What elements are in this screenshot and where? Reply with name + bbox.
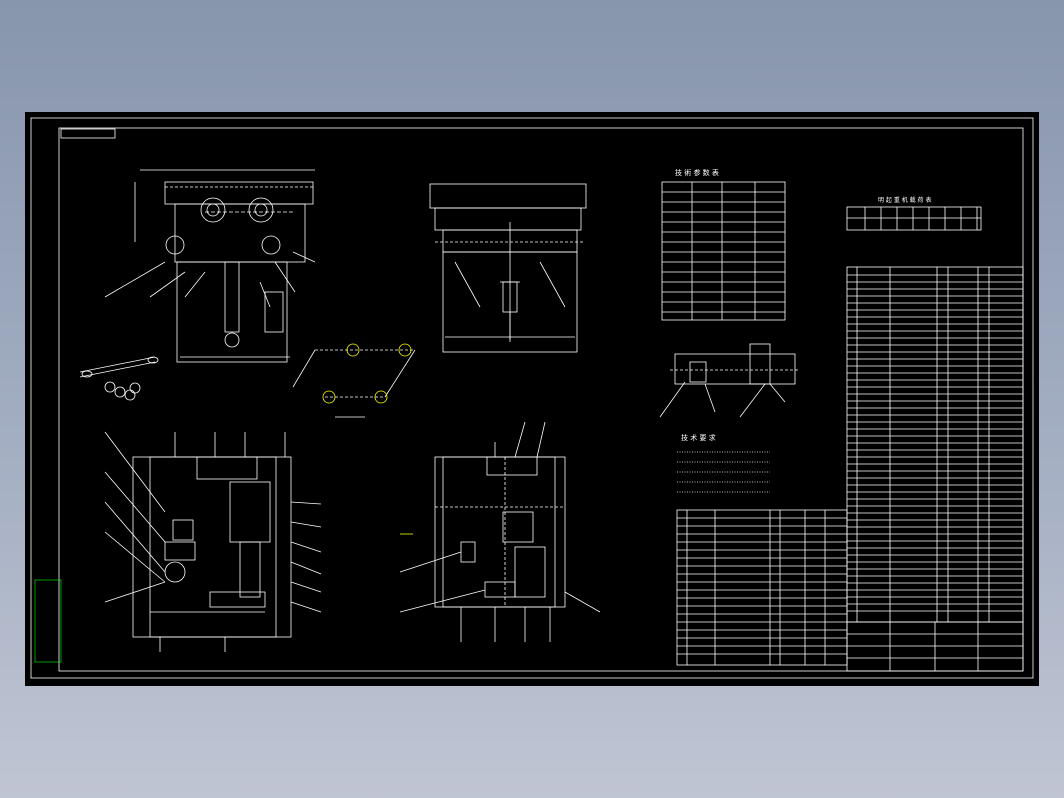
inner-border — [58, 127, 1024, 672]
params-table-title: 技 術 参 数 表 — [675, 168, 719, 177]
front-view — [104, 169, 316, 363]
technical-notes: 技 术 要 求 — [677, 433, 770, 493]
side-view — [429, 183, 587, 353]
parts-list — [846, 266, 1024, 623]
title-tag-box — [60, 128, 116, 139]
outer-border — [30, 117, 1034, 679]
parameter-table: 技 術 参 数 表 — [661, 168, 786, 321]
cad-drawing-canvas[interactable]: 技 術 参 数 表 明 起 重 机 载 荷 表 技 术 要 求 — [25, 112, 1039, 686]
layer-panel[interactable] — [34, 579, 62, 663]
notes-title: 技 术 要 求 — [681, 433, 716, 442]
rope-sketch — [79, 356, 159, 401]
loading-table-title: 明 起 重 机 载 荷 表 — [878, 196, 931, 204]
plan-view-right — [399, 421, 601, 642]
cad-viewport[interactable]: 技 術 参 数 表 明 起 重 机 载 荷 表 技 术 要 求 — [25, 112, 1039, 686]
detail-view — [659, 343, 800, 418]
wheel-sketch — [292, 343, 416, 418]
parts-list-lower — [676, 509, 848, 666]
plan-view-left — [104, 431, 322, 652]
loading-table: 明 起 重 机 载 荷 表 — [846, 196, 982, 231]
title-block — [846, 621, 1024, 672]
